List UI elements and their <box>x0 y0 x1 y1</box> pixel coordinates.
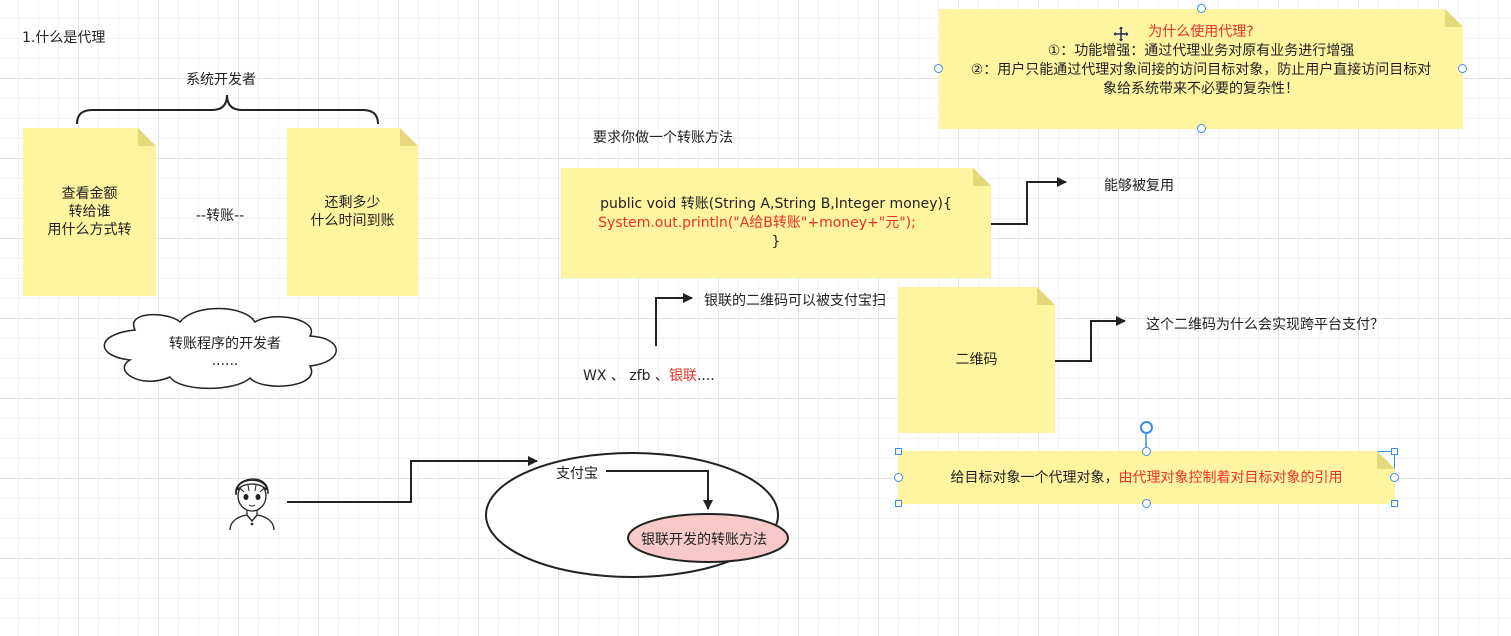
cloud-text[interactable]: 转账程序的开发者 ...... <box>145 336 305 370</box>
move-cursor-icon <box>1112 25 1130 43</box>
payment-list-part: WX 、 zfb 、 <box>583 368 669 384</box>
page-heading: 1.什么是代理 <box>22 30 106 46</box>
why-proxy-line: ①：功能增强：通过代理业务对原有业务进行增强 <box>1047 43 1355 59</box>
unionpay-scan-label: 银联的二维码可以被支付宝扫 <box>704 293 886 309</box>
rotate-handle[interactable] <box>1140 421 1153 434</box>
connection-handle[interactable] <box>894 473 903 482</box>
qr-note[interactable]: 二维码 <box>898 287 1055 433</box>
brace-label: 系统开发者 <box>186 72 256 88</box>
payment-list-part: .... <box>696 368 715 384</box>
alipay-label: 支付宝 <box>556 466 598 482</box>
proxy-note-part: 给目标对象一个代理对象， <box>950 469 1119 486</box>
cloud-line: 转账程序的开发者 <box>169 336 281 352</box>
avatar-to-alipay-arrow <box>287 456 538 503</box>
why-proxy-title: 为什么使用代理? <box>1148 24 1254 40</box>
code-note[interactable]: public void 转账(String A,String B,Integer… <box>561 168 991 278</box>
proxy-note[interactable]: 给目标对象一个代理对象，由代理对象控制着对目标对象的引用 <box>898 451 1395 504</box>
why-proxy-line: ②：用户只能通过代理对象间接的访问目标对象，防止用户直接访问目标对 <box>970 62 1432 78</box>
resize-handle[interactable] <box>1391 500 1398 507</box>
unionpay-method-label: 银联开发的转账方法 <box>641 532 767 548</box>
code-line-print: System.out.println("A给B转账"+money+"元"); <box>598 214 916 231</box>
reuse-label: 能够被复用 <box>1104 178 1174 194</box>
note-left-line: 查看金额 <box>61 186 118 202</box>
connection-handle[interactable] <box>1142 499 1151 508</box>
code-line-signature: public void 转账(String A,String B,Integer… <box>600 195 952 212</box>
note-right[interactable]: 还剩多少 什么时间到账 <box>287 128 418 296</box>
qr-to-question-arrow <box>1055 316 1126 362</box>
connection-handle[interactable] <box>1458 64 1467 73</box>
proxy-note-highlight: 由代理对象控制着对目标对象的引用 <box>1118 469 1343 486</box>
payment-list: WX 、 zfb 、银联.... <box>583 365 715 385</box>
connection-handle[interactable] <box>1390 473 1399 482</box>
qr-note-label: 二维码 <box>955 352 998 368</box>
unionpay-method-ellipse <box>627 513 789 563</box>
connection-handle[interactable] <box>1197 4 1206 13</box>
note-left-line: 转给谁 <box>68 204 111 220</box>
alipay-to-method-arrow <box>606 470 713 510</box>
payment-to-unionpay-arrow <box>655 293 693 346</box>
code-line-close: } <box>771 233 781 250</box>
qr-question-label: 这个二维码为什么会实现跨平台支付？ <box>1146 317 1384 333</box>
user-avatar-icon[interactable] <box>222 470 282 532</box>
connection-handle[interactable] <box>1197 124 1206 133</box>
resize-handle[interactable] <box>895 448 902 455</box>
note-right-line: 还剩多少 <box>324 195 381 211</box>
resize-handle[interactable] <box>1391 448 1398 455</box>
note-left-line: 用什么方式转 <box>47 222 132 238</box>
cloud-shape <box>103 307 337 390</box>
connection-handle[interactable] <box>1142 447 1151 456</box>
transfer-label: --转账-- <box>196 208 245 224</box>
why-proxy-line: 象给系统带来不必要的复杂性！ <box>1103 81 1299 97</box>
note-left[interactable]: 查看金额 转给谁 用什么方式转 <box>23 128 156 296</box>
resize-handle[interactable] <box>895 500 902 507</box>
connection-handle[interactable] <box>934 64 943 73</box>
why-proxy-note[interactable]: 为什么使用代理? ①：功能增强：通过代理业务对原有业务进行增强 ②：用户只能通过… <box>939 9 1463 129</box>
code-to-reuse-arrow <box>991 177 1067 225</box>
curly-brace <box>76 94 379 125</box>
payment-list-unionpay: 银联 <box>668 368 697 384</box>
note-right-line: 什么时间到账 <box>310 213 395 229</box>
requirement-label: 要求你做一个转账方法 <box>593 130 733 146</box>
cloud-line: ...... <box>211 353 239 369</box>
